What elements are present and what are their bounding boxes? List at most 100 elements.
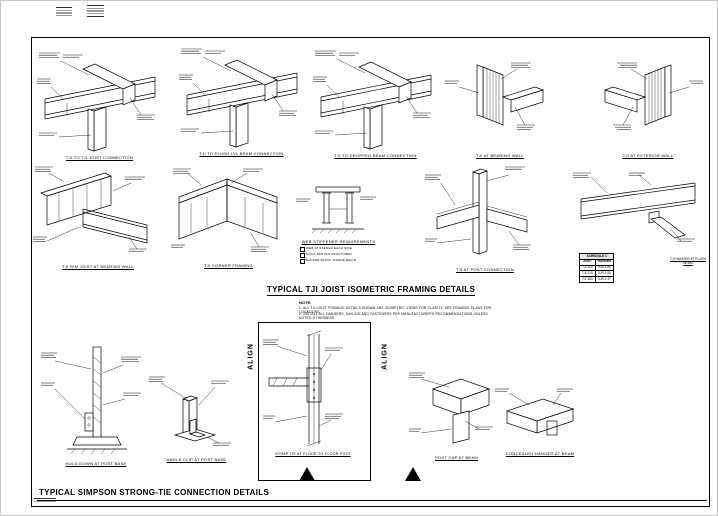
note-item: NAILS PER MANUFACTURER [300, 252, 381, 258]
annotation-lines [149, 376, 165, 382]
annotation-lines [41, 382, 55, 386]
detail-caption: TJI CORNER FRAMING [204, 263, 253, 268]
annotation-lines [296, 198, 310, 202]
annotation-lines [37, 78, 51, 84]
sheet-title-bottom: TYPICAL SIMPSON STRONG-TIE CONNECTION DE… [39, 488, 270, 497]
annotation-lines [137, 114, 155, 120]
detail-d12: ANGLE CLIP AT POST BASE [149, 375, 244, 462]
note-label: NOTE: [299, 300, 312, 305]
square-bullet-icon [300, 259, 305, 264]
detail-caption: HOLD-DOWN AT POST BASE [65, 461, 127, 466]
detail-d2: TJI TO FLUSH LVL BEAM CONNECTION [179, 48, 304, 156]
annotation-lines [171, 244, 185, 248]
detail-d2-drawing [179, 48, 298, 148]
annotation-lines [617, 62, 637, 68]
annotation-lines [475, 426, 493, 430]
annotation-lines [409, 428, 421, 432]
detail-d9: TJI AT POST CONNECTION [425, 165, 545, 272]
annotation-lines [425, 238, 437, 242]
annotation-lines [121, 356, 141, 362]
detail-d7-drawing [171, 168, 278, 252]
sheet-title-main: TYPICAL TJI JOIST ISOMETRIC FRAMING DETA… [266, 285, 476, 296]
detail-d1-drawing [37, 52, 156, 152]
annotation-lines [513, 244, 531, 250]
annotation-lines [511, 62, 531, 68]
detail-caption: ANGLE CLIP AT POST BASE [166, 457, 227, 462]
detail-caption: TJI HANGER AT FLUSH BEAM [670, 257, 706, 265]
detail-caption: TJI AT POST CONNECTION [456, 267, 514, 272]
table-cell: TJI 360 [579, 276, 596, 283]
annotation-lines [39, 52, 60, 58]
annotation-lines [63, 54, 83, 58]
note-item: WEB STIFFENER EACH SIDE [300, 246, 381, 252]
note-text: NAILS PER MANUFACTURER [306, 252, 352, 256]
square-bullet-icon [300, 253, 305, 258]
annotation-lines [179, 74, 193, 80]
annotation-lines [413, 112, 431, 118]
annotation-lines [315, 130, 333, 134]
annotation-lines [505, 166, 525, 170]
annotation-lines [325, 413, 343, 419]
detail-d10-drawing [573, 172, 696, 242]
annotation-lines [181, 128, 199, 132]
note-item: BACKER BLOCK WHERE REQ'D [300, 258, 381, 264]
detail-d3: TJI TO DROPPED BEAM CONNECTION [313, 50, 438, 158]
d8-note-list: WEB STIFFENER EACH SIDE NAILS PER MANUFA… [300, 246, 381, 264]
annotation-lines [263, 415, 275, 419]
annotation-lines [495, 388, 509, 392]
up-arrow-icon [405, 467, 421, 481]
align-label-left: ALIGN [247, 343, 255, 370]
annotation-lines [251, 246, 269, 252]
annotation-lines [613, 124, 631, 130]
detail-d8-drawing [296, 186, 376, 234]
table-cell: IUS 2.37 [594, 276, 615, 283]
detail-d14: POST CAP AT BEAM [409, 371, 504, 460]
annotation-lines [409, 372, 425, 378]
note-line-1: 1. ALL TJI JOIST FRAMING DETAILS SHOWN A… [299, 306, 492, 315]
note-text: BACKER BLOCK WHERE REQ'D [306, 258, 357, 262]
detail-d15: CONCEALED HANGER AT BEAM [495, 388, 585, 456]
detail-d11-drawing [41, 346, 141, 455]
detail-caption: TJI TO FLUSH LVL BEAM CONNECTION [199, 151, 284, 156]
detail-caption: WEB STIFFENER REQUIREMENTS [301, 239, 376, 244]
annotation-lines [677, 238, 695, 242]
sheet-stamp-1 [56, 7, 72, 16]
annotation-lines [445, 80, 459, 84]
detail-d4: TJI AT BEARING WALL [445, 59, 555, 158]
annotation-lines [243, 168, 263, 172]
detail-caption: CONCEALED HANGER AT BEAM [505, 451, 575, 456]
detail-d4-drawing [445, 62, 545, 130]
annotation-lines [360, 196, 376, 200]
sheet-border [31, 37, 710, 507]
bottom-title-rule [37, 500, 707, 501]
annotation-lines [125, 176, 145, 180]
annotation-lines [689, 80, 703, 84]
annotation-lines [181, 48, 202, 54]
annotation-lines [325, 347, 343, 351]
annotation-lines [339, 52, 359, 56]
detail-d10 [573, 172, 708, 248]
annotation-lines [129, 248, 147, 252]
annotation-lines [279, 110, 297, 116]
annotation-lines [315, 50, 336, 56]
detail-d13-drawing [263, 330, 343, 447]
annotation-lines [211, 380, 229, 384]
detail-caption: TJI TO TJI JOIST CONNECTION [65, 155, 134, 160]
annotation-lines [33, 236, 47, 242]
detail-d6: TJI RIM JOIST AT BEARING WALL [33, 166, 163, 269]
annotation-lines [39, 132, 57, 136]
detail-d12-drawing [149, 376, 231, 446]
annotation-lines [213, 442, 231, 446]
detail-d11: HOLD-DOWN AT POST BASE [41, 339, 151, 466]
detail-d15-drawing [495, 388, 575, 436]
annotation-lines [573, 172, 591, 178]
annotation-lines [425, 174, 441, 180]
annotation-lines [205, 50, 225, 54]
detail-d13: STRAP TIE AT FLOOR-TO-FLOOR POST [263, 328, 367, 456]
detail-d9-drawing [425, 166, 531, 255]
detail-d8: WEB STIFFENER REQUIREMENTS WEB STIFFENER… [296, 185, 381, 265]
note-text: WEB STIFFENER EACH SIDE [306, 246, 352, 250]
detail-caption: TJI AT BEARING WALL [476, 153, 524, 158]
annotation-lines [263, 339, 279, 345]
